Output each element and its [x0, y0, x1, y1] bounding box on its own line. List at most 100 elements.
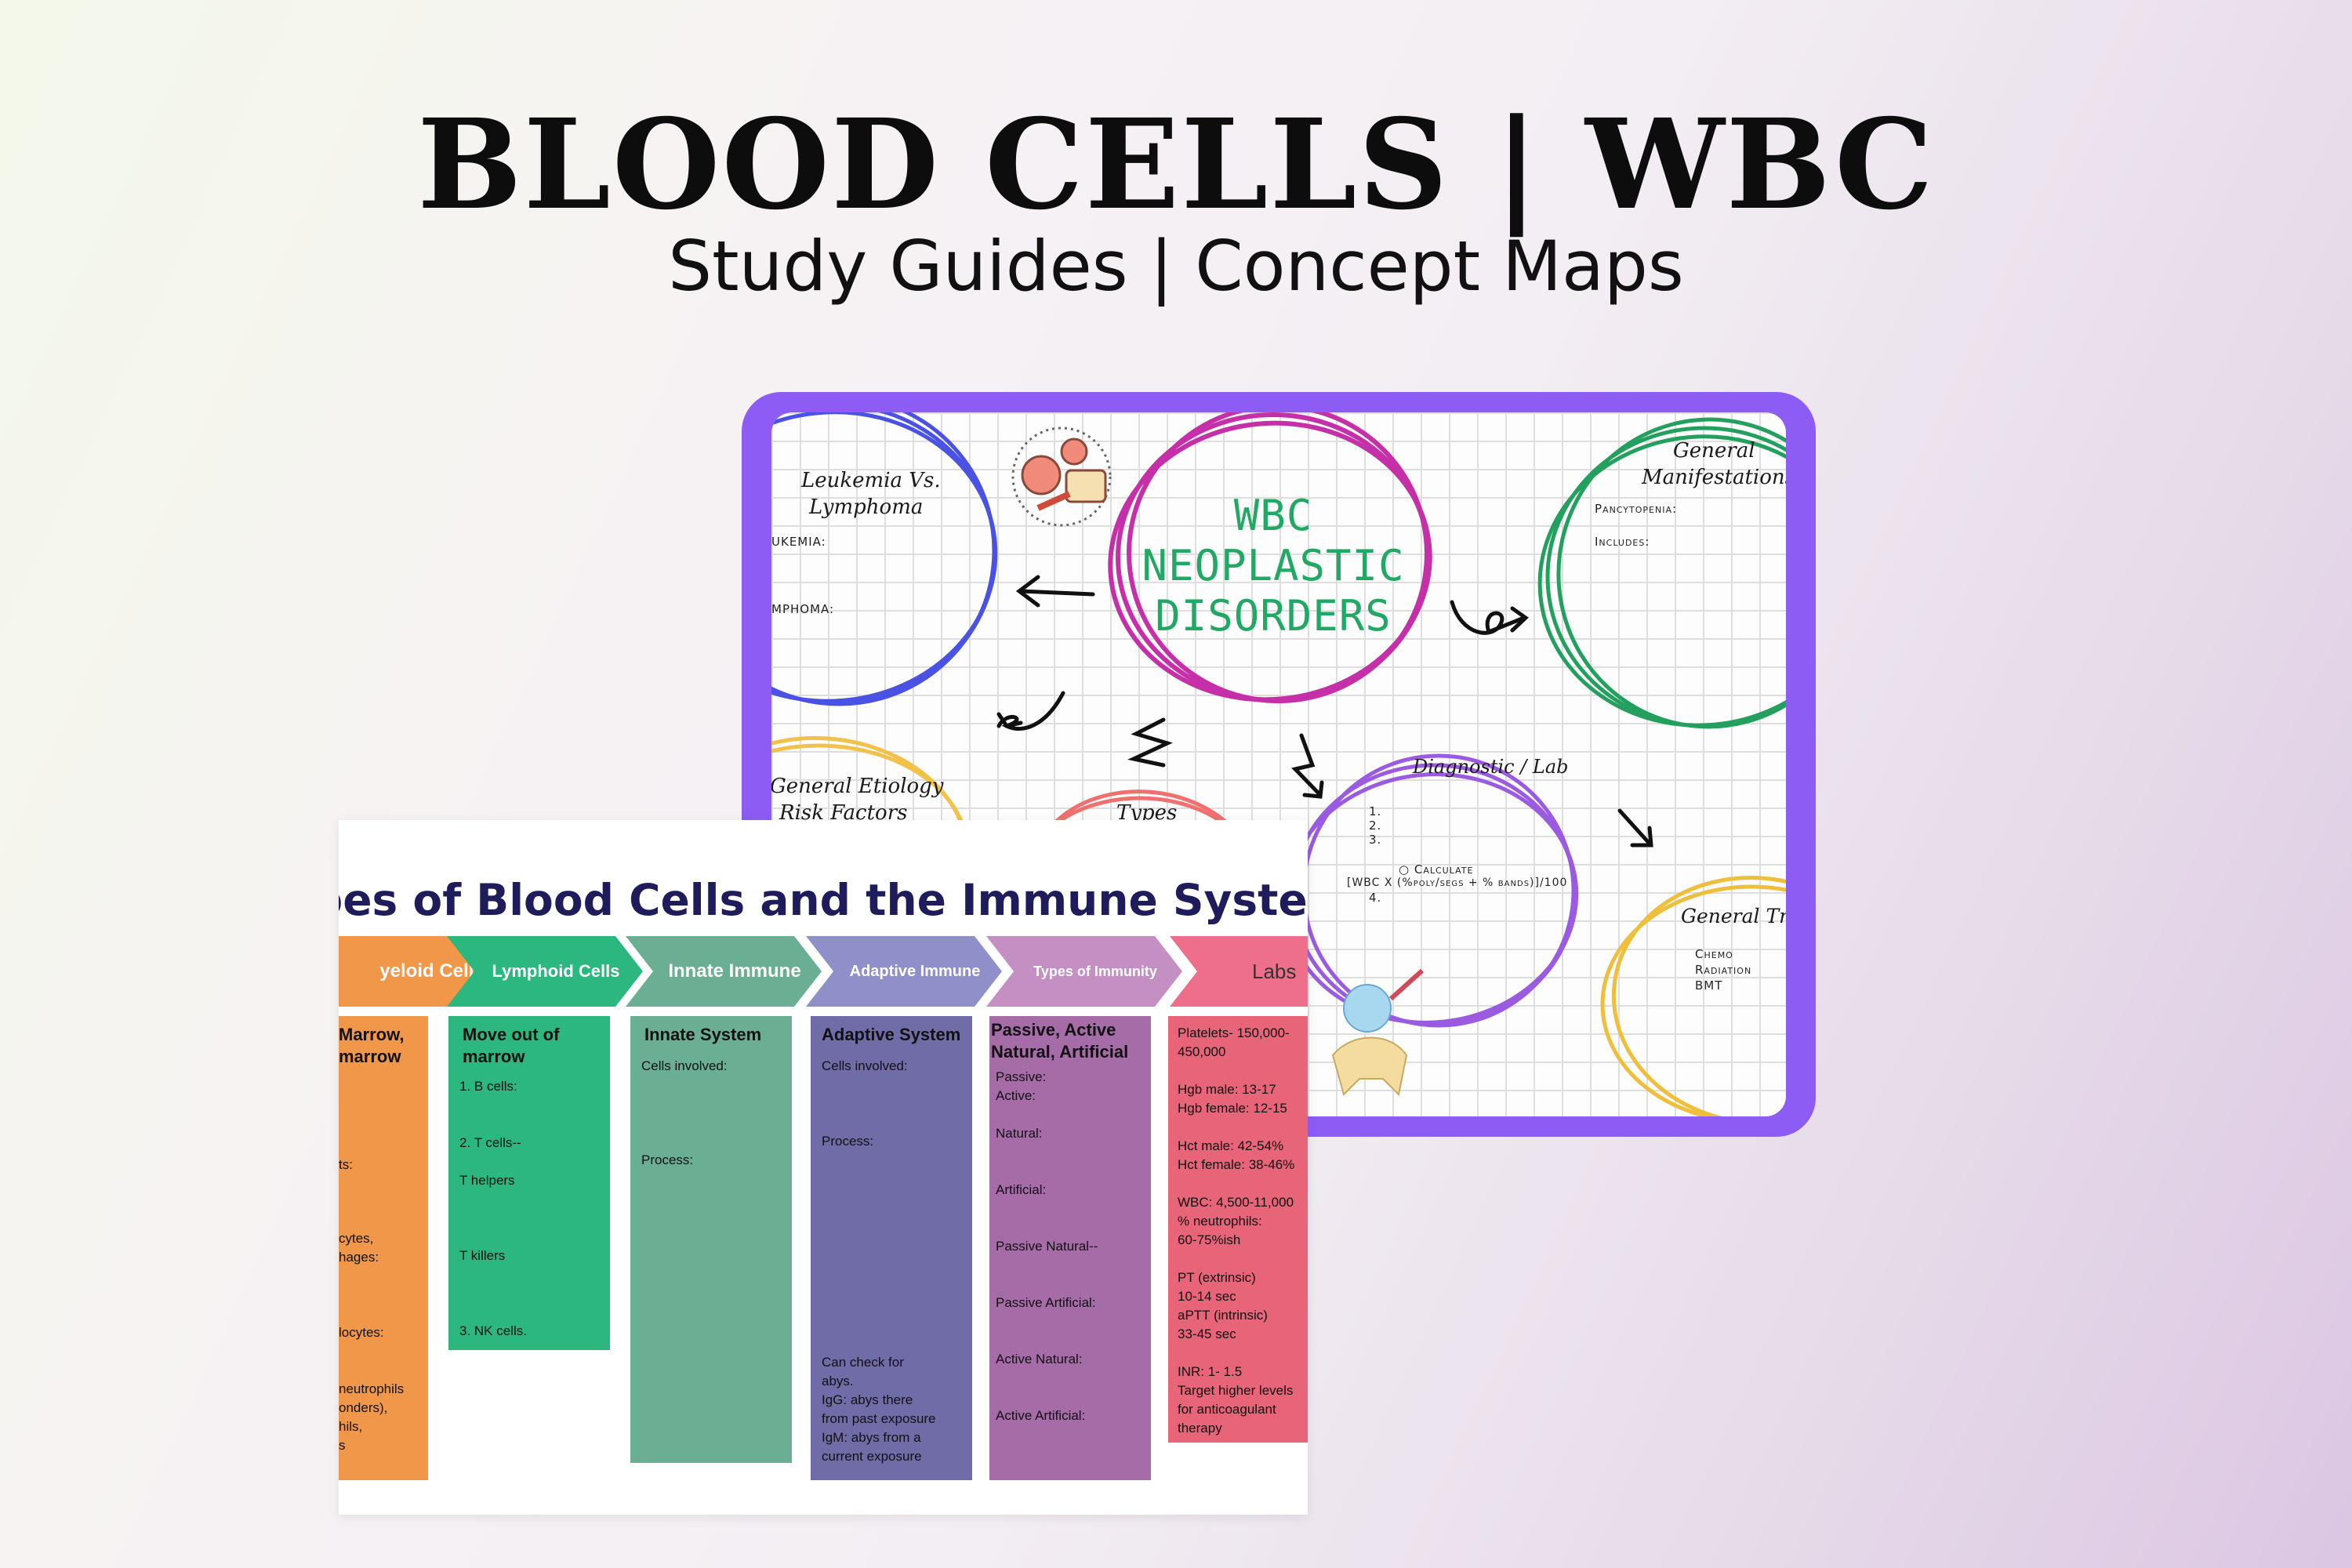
immunity-line-7: Active Natural:: [996, 1352, 1083, 1367]
chevron-labs-label: Labs: [1252, 959, 1297, 983]
myeloid-line-1: ts:: [339, 1157, 353, 1172]
lymphoid-head-1: Move out of: [463, 1025, 560, 1044]
center-circle: [1108, 412, 1432, 704]
myeloid-head-1: Marrow,: [339, 1025, 405, 1044]
immunity-line-4: Artificial:: [996, 1182, 1047, 1197]
immunity-line-8: Active Artificial:: [996, 1408, 1086, 1423]
labs-line-13: 33-45 sec: [1178, 1327, 1236, 1341]
labs-line-11: 10-14 sec: [1178, 1289, 1236, 1304]
chevron-labs: Labs: [1170, 936, 1308, 1007]
myeloid-line-5: neutrophils: [339, 1381, 405, 1396]
labs-line-17: therapy: [1178, 1421, 1222, 1436]
adaptive-line-5: IgG: abys there: [822, 1392, 913, 1407]
myeloid-line-8: s: [339, 1438, 346, 1453]
innate-head: Innate System: [644, 1025, 762, 1044]
lymphoid-line-1: 1. B cells:: [459, 1079, 517, 1094]
column-myeloid: Marrow, marrow ts: cytes, hages: locytes…: [339, 1016, 428, 1480]
page-title: BLOOD CELLS | WBC: [417, 93, 1935, 238]
chevron-adaptive: Adaptive Immune: [806, 936, 1002, 1007]
lymphoid-line-3: T helpers: [459, 1173, 515, 1188]
adaptive-line-7: IgM: abys from a: [822, 1430, 921, 1445]
lymphoid-line-2: 2. T cells--: [459, 1135, 521, 1150]
treatment-title: General Trea: [1681, 905, 1786, 927]
adaptive-line-4: abys.: [822, 1374, 854, 1388]
treatment-item-2: Radiation: [1695, 963, 1752, 977]
labs-line-1: Platelets- 150,000-: [1178, 1025, 1290, 1040]
manifestations-circle: [1537, 417, 1786, 729]
bone-icon: [1331, 968, 1425, 1097]
leukemia-circle: [771, 412, 998, 706]
labs-line-9: 60-75%ish: [1178, 1232, 1241, 1247]
manifestations-title-1: General: [1673, 439, 1755, 463]
labs-line-7: WBC: 4,500-11,000: [1178, 1195, 1294, 1210]
immunity-line-2: Active:: [996, 1088, 1036, 1103]
types-slide: ypes of Blood Cells and the Immune Syste…: [339, 820, 1308, 1515]
etiology-title-1: General Etiology: [771, 775, 944, 798]
innate-line-2: Process:: [641, 1152, 694, 1167]
calculate-label: ○ Calculate: [1399, 862, 1474, 877]
column-adaptive: Adaptive System Cells involved: Process:…: [811, 1016, 972, 1480]
page-subtitle: Study Guides | Concept Maps: [668, 226, 1684, 307]
adaptive-line-8: current exposure: [822, 1449, 922, 1464]
myeloid-line-2: cytes,: [339, 1231, 374, 1246]
slide-title: ypes of Blood Cells and the Immune Syste…: [339, 875, 1308, 925]
labs-line-15: Target higher levels: [1178, 1383, 1294, 1398]
lymphoid-line-5: 3. NK cells.: [459, 1323, 527, 1338]
labs-line-14: INR: 1- 1.5: [1178, 1364, 1243, 1379]
myeloid-line-7: hils,: [339, 1419, 363, 1434]
labs-line-3: Hgb male: 13-17: [1178, 1082, 1276, 1097]
immunity-head-1: Passive, Active: [991, 1020, 1116, 1040]
adaptive-line-6: from past exposure: [822, 1411, 936, 1426]
adaptive-head: Adaptive System: [822, 1025, 961, 1044]
leukemia-label: UKEMIA:: [771, 535, 826, 549]
center-line-3: DISORDERS: [1155, 591, 1392, 641]
adaptive-line-2: Process:: [822, 1134, 874, 1149]
adaptive-line-3: Can check for: [822, 1355, 904, 1370]
lymphoid-head-2: marrow: [463, 1047, 525, 1066]
chevron-adaptive-label: Adaptive Immune: [849, 962, 981, 980]
chevron-innate-label: Innate Immune: [668, 960, 801, 982]
center-line-1: WBC: [1233, 491, 1313, 540]
diagnostic-item-1: 1.: [1369, 804, 1382, 818]
labs-line-6: Hct female: 38-46%: [1178, 1157, 1295, 1172]
labs-line-4: Hgb female: 12-15: [1178, 1101, 1287, 1116]
chevron-lymphoid: Lymphoid Cells: [447, 936, 643, 1007]
arrows: [996, 575, 1653, 848]
column-immunity: Passive, Active Natural, Artificial Pass…: [989, 1016, 1151, 1480]
chevron-immunity-label: Types of Immunity: [1033, 963, 1157, 979]
diagnostic-item-4: 4.: [1369, 891, 1382, 905]
column-labs: Platelets- 150,000- 450,000 Hgb male: 13…: [1168, 1016, 1308, 1443]
myeloid-line-4: locytes:: [339, 1325, 384, 1340]
lymphoma-label: MPHOMA:: [771, 602, 835, 616]
treatment-item-3: BMT: [1695, 978, 1723, 993]
labs-line-16: for anticoagulant: [1178, 1402, 1276, 1417]
cell-icon: [1011, 426, 1112, 527]
myeloid-line-3: hages:: [339, 1250, 379, 1265]
treatment-item-1: Chemo: [1695, 947, 1733, 961]
column-lymphoid: Move out of marrow 1. B cells: 2. T cell…: [448, 1016, 610, 1350]
chevron-immunity: Types of Immunity: [986, 936, 1182, 1007]
chevron-lymphoid-label: Lymphoid Cells: [492, 961, 620, 981]
center-line-2: NEOPLASTIC: [1142, 541, 1405, 590]
immunity-line-3: Natural:: [996, 1126, 1043, 1141]
leukemia-title-1: Leukemia Vs.: [801, 469, 941, 492]
myeloid-line-6: onders),: [339, 1400, 388, 1415]
adaptive-line-1: Cells involved:: [822, 1058, 908, 1073]
labs-line-12: aPTT (intrinsic): [1178, 1308, 1268, 1323]
innate-line-1: Cells involved:: [641, 1058, 728, 1073]
includes-label: Includes:: [1595, 535, 1650, 549]
myeloid-head-2: marrow: [339, 1047, 401, 1066]
leukemia-title-2: Lymphoma: [809, 495, 924, 519]
chevron-myeloid-label: yeloid Cells: [379, 960, 485, 982]
labs-line-10: PT (extrinsic): [1178, 1270, 1256, 1285]
treatment-circle: [1600, 876, 1786, 1116]
lymphoid-line-4: T killers: [459, 1248, 506, 1263]
labs-line-8: % neutrophils:: [1178, 1214, 1262, 1229]
anc-formula: [WBC X (%poly/segs + % bands)]/100: [1347, 877, 1568, 889]
column-innate: Innate System Cells involved: Process:: [630, 1016, 792, 1463]
pancytopenia-label: Pancytopenia:: [1595, 502, 1678, 516]
diagnostic-item-3: 3.: [1369, 833, 1382, 847]
labs-line-5: Hct male: 42-54%: [1178, 1138, 1284, 1153]
immunity-line-6: Passive Artificial:: [996, 1295, 1096, 1310]
chevron-innate: Innate Immune: [626, 936, 822, 1007]
